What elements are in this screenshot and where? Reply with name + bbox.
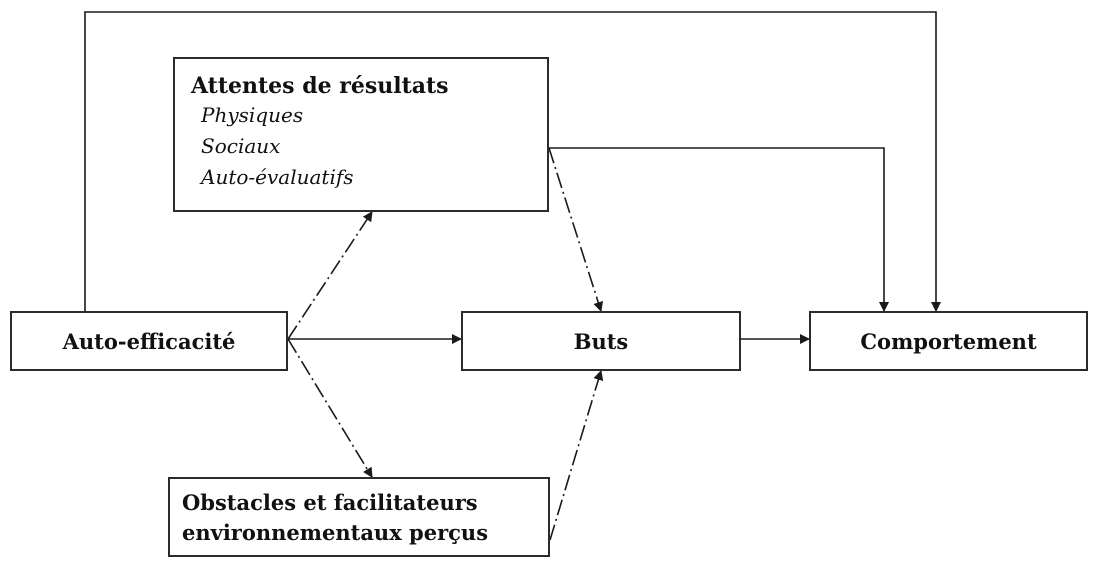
outcome-expectations-box: Attentes de résultats Physiques Sociaux …	[173, 57, 549, 212]
arrow-efficacy-to-behavior-loop	[84, 11, 941, 312]
arrow-efficacy-to-outcomes	[287, 211, 373, 340]
goals-box: Buts	[461, 311, 741, 371]
outcome-expectations-title: Attentes de résultats	[191, 73, 449, 99]
behavior-title: Comportement	[860, 328, 1037, 354]
outcome-item-physical: Physiques	[201, 103, 304, 127]
arrow-outcomes-to-behavior	[549, 147, 889, 312]
barriers-title-line-2: environnementaux perçus	[182, 520, 489, 545]
environmental-barriers-box: Obstacles et facilitateurs environnement…	[168, 477, 550, 557]
self-efficacy-title: Auto-efficacité	[62, 328, 236, 354]
arrow-outcomes-to-goals	[548, 147, 604, 312]
arrow-barriers-to-goals	[549, 370, 604, 541]
self-efficacy-box: Auto-efficacité	[10, 311, 288, 371]
behavior-box: Comportement	[809, 311, 1088, 371]
arrow-efficacy-to-barriers	[287, 338, 373, 478]
goals-title: Buts	[573, 328, 629, 354]
barriers-title-line-1: Obstacles et facilitateurs	[182, 490, 478, 515]
outcome-item-self-evaluative: Auto-évaluatifs	[201, 165, 354, 189]
outcome-item-social: Sociaux	[201, 134, 281, 158]
